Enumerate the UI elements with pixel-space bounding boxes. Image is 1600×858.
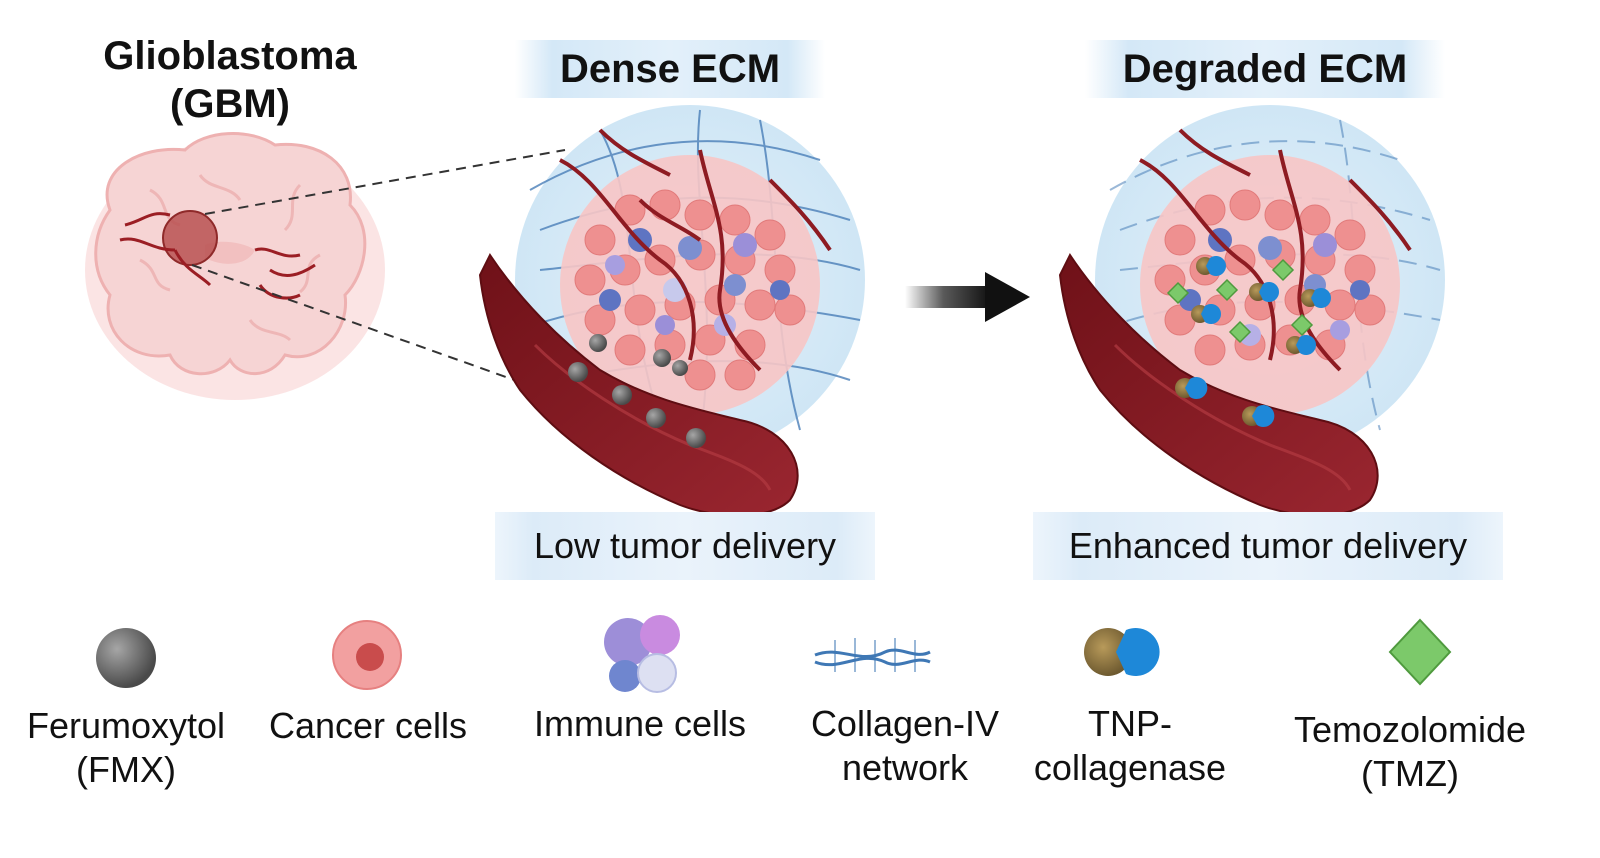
tnp-collagenase-icon [1084,628,1160,677]
legend-label-immune: Immune cells [533,703,747,744]
degraded-ecm-banner: Degraded ECM [1085,40,1445,98]
dense-caption: Low tumor delivery [533,525,837,566]
ferumoxytol-particle-icon [96,628,156,688]
gbm-title-line2: (GBM) [170,82,290,126]
legend-label-tnp: TNP- collagenase [1033,703,1227,788]
degraded-ecm-title: Degraded ECM [1122,46,1408,91]
dense-ecm-scene [478,105,865,517]
cancer-cell-icon [332,620,402,690]
legend-label-collagen: Collagen-IV network [810,703,1000,788]
temozolomide-crystal-icon [1388,618,1452,686]
dense-ecm-banner: Dense ECM [515,40,825,98]
degraded-ecm-scene [1058,105,1445,517]
legend-label-ferumoxytol: Ferumoxytol (FMX) [26,705,226,790]
gbm-title: Glioblastoma (GBM) [60,32,400,128]
brain-graphic [85,132,385,400]
transition-arrow-icon [905,272,1030,322]
legend-icons [96,615,1452,693]
immune-cells-icon [604,615,680,693]
degraded-caption: Enhanced tumor delivery [1068,525,1468,566]
dense-ecm-title: Dense ECM [559,46,781,91]
collagen-network-icon [814,638,931,672]
legend-label-temozolomide: Temozolomide (TMZ) [1293,709,1527,794]
legend-label-cancer: Cancer cells [268,705,468,746]
dense-caption-box: Low tumor delivery [495,512,875,580]
gbm-title-line1: Glioblastoma [103,34,357,78]
degraded-caption-box: Enhanced tumor delivery [1033,512,1503,580]
